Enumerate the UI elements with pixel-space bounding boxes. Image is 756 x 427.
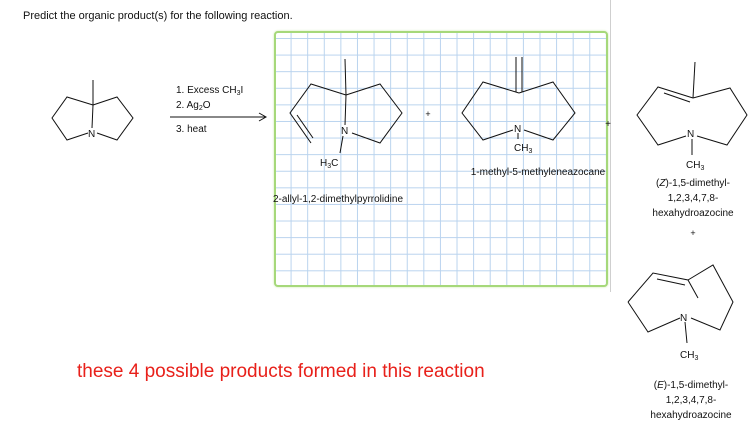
product-1-name: 2-allyl-1,2-dimethylpyrrolidine [273,194,403,205]
methyl-label: H3C [320,158,338,170]
product-z-hexahydroazocine: N CH3 [636,61,748,172]
vertical-divider [610,0,611,292]
reaction-arrow [170,112,268,122]
product-4-name-line-2: 1,2,3,4,7,8- [666,395,717,406]
reagent-step-2: 2. Ag2O [176,100,211,112]
svg-text:N: N [514,124,521,135]
plus-sign: + [605,119,611,130]
reagent-step-1: 1. Excess CH3I [176,85,243,97]
starting-material-pyrrolizidine: N [51,80,134,141]
product-4-name-line-3: hexahydroazocine [650,410,732,421]
product-3-name-line-3: hexahydroazocine [652,208,734,219]
product-2-name: 1-methyl-5-methyleneazocane [471,167,606,178]
question-text: Predict the organic product(s) for the f… [23,10,293,22]
nitrogen-label: N [88,129,95,140]
reagent-step-3: 3. heat [176,124,207,135]
methyl-label: CH3 [680,350,698,362]
plus-sign: + [425,109,430,119]
svg-text:N: N [341,126,348,137]
annotation-text: these 4 possible products formed in this… [77,361,485,382]
svg-text:N: N [680,313,687,324]
product-4-name-line-1: (E)-1,5-dimethyl- [654,380,728,391]
product-allyl-dimethylpyrrolidine: N H3C [289,58,403,170]
svg-text:N: N [687,129,694,140]
product-methyleneazocane: N CH3 [461,57,576,155]
product-3-name-line-2: 1,2,3,4,7,8- [668,193,719,204]
methyl-label: CH3 [514,143,532,155]
methyl-label: CH3 [686,160,704,172]
plus-sign: + [690,228,695,238]
product-e-hexahydroazocine: N CH3 [627,264,734,362]
product-3-name-line-1: (Z)-1,5-dimethyl- [656,178,730,189]
drawing-grid-canvas[interactable] [274,31,608,287]
